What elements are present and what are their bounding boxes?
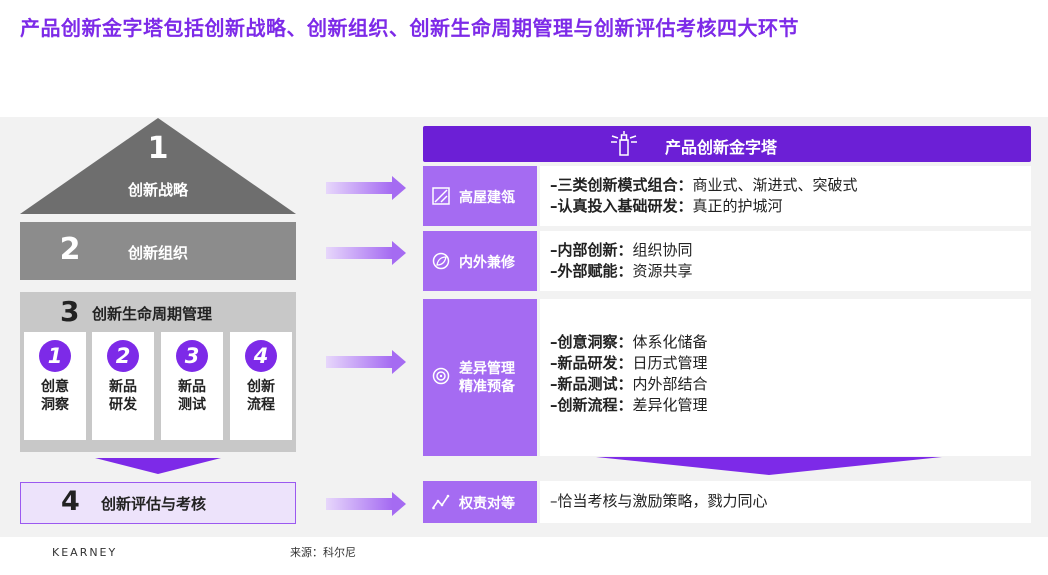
stage-label: 新品研发	[109, 379, 137, 413]
page-title: 产品创新金字塔包括创新战略、创新组织、创新生命周期管理与创新评估考核四大环节	[20, 16, 799, 40]
pyramid-level-1	[20, 118, 296, 214]
arrow-right-icon	[326, 350, 406, 374]
stage-card: 1 创意洞察	[24, 332, 86, 440]
stage-label: 新品测试	[178, 379, 206, 413]
row-tab-label: 差异管理精准预备	[459, 361, 515, 395]
pyramid-level-4: 4 创新评估与考核	[20, 482, 296, 524]
row-line: –恰当考核与激励策略，戮力同心	[550, 492, 768, 510]
pyramid-header-label: 产品创新金字塔	[665, 138, 778, 157]
stage-number-badge: 2	[107, 340, 139, 372]
row-line: –创新流程：差异化管理	[550, 396, 708, 414]
level-4-label: 创新评估与考核	[101, 495, 207, 513]
stage-label: 创新流程	[247, 379, 275, 413]
brand-logo: KEARNEY	[52, 546, 118, 559]
stage-card: 4 创新流程	[230, 332, 292, 440]
row-line: –新品研发：日历式管理	[550, 354, 708, 372]
row-line: –认真投入基础研发：真正的护城河	[550, 197, 783, 215]
arrow-right-icon	[326, 176, 406, 200]
row-tab-3: 差异管理精准预备	[423, 299, 537, 456]
row-tab-label: 内外兼修	[459, 255, 515, 271]
level-1-label: 创新战略	[127, 181, 188, 199]
leaf-icon	[432, 252, 450, 270]
row-text: –创意洞察：体系化储备 –新品研发：日历式管理 –新品测试：内外部结合 –创新流…	[550, 332, 708, 416]
level-2-label: 创新组织	[127, 244, 188, 262]
trend-icon	[432, 494, 450, 510]
level-3-label: 创新生命周期管理	[92, 305, 213, 323]
row-body-3: –创意洞察：体系化储备 –新品研发：日历式管理 –新品测试：内外部结合 –创新流…	[540, 299, 1031, 456]
pyramid-level-3: 3 创新生命周期管理 1 创意洞察 2 新品研发 3 新品测试 4 创新流程	[20, 292, 296, 452]
row-text: –恰当考核与激励策略，戮力同心	[550, 491, 768, 512]
level-1-number: 1	[147, 131, 169, 166]
stage-number-badge: 4	[245, 340, 277, 372]
target-icon	[432, 367, 450, 385]
row-text: –三类创新模式组合：商业式、渐进式、突破式 –认真投入基础研发：真正的护城河	[550, 175, 858, 217]
row-body-1: –三类创新模式组合：商业式、渐进式、突破式 –认真投入基础研发：真正的护城河	[540, 166, 1031, 226]
lighthouse-icon	[611, 131, 637, 156]
row-body-2: –内部创新：组织协同 –外部赋能：资源共享	[540, 231, 1031, 291]
level-4-number: 4	[61, 486, 80, 517]
row-tab-1: 高屋建瓴	[423, 166, 537, 226]
row-tab-label: 权责对等	[459, 496, 515, 512]
arrow-right-icon	[326, 492, 406, 516]
stage-card: 3 新品测试	[161, 332, 223, 440]
pyramid-header: 产品创新金字塔	[423, 126, 1031, 162]
row-body-4: –恰当考核与激励策略，戮力同心	[540, 481, 1031, 523]
row-text: –内部创新：组织协同 –外部赋能：资源共享	[550, 240, 693, 282]
stage-number-badge: 3	[176, 340, 208, 372]
arrow-right-icon	[326, 241, 406, 265]
row-line: –新品测试：内外部结合	[550, 375, 708, 393]
row-line: –三类创新模式组合：商业式、渐进式、突破式	[550, 176, 858, 194]
stage-label: 创意洞察	[41, 379, 69, 413]
row-line: –内部创新：组织协同	[550, 241, 693, 259]
diagonal-box-icon	[432, 187, 450, 205]
row-tab-4: 权责对等	[423, 481, 537, 523]
stage-card: 2 新品研发	[92, 332, 154, 440]
stage-number-badge: 1	[39, 340, 71, 372]
down-arrow-icon	[596, 457, 942, 475]
row-tab-label: 高屋建瓴	[459, 190, 515, 206]
row-tab-2: 内外兼修	[423, 231, 537, 291]
source-note: 来源：科尔尼	[290, 546, 356, 559]
row-line: –创意洞察：体系化储备	[550, 333, 708, 351]
pyramid-level-2: 2 创新组织	[20, 222, 296, 280]
row-line: –外部赋能：资源共享	[550, 262, 693, 280]
level-2-number: 2	[59, 232, 81, 267]
level-3-number: 3	[60, 295, 80, 328]
down-arrow-icon	[95, 458, 221, 474]
